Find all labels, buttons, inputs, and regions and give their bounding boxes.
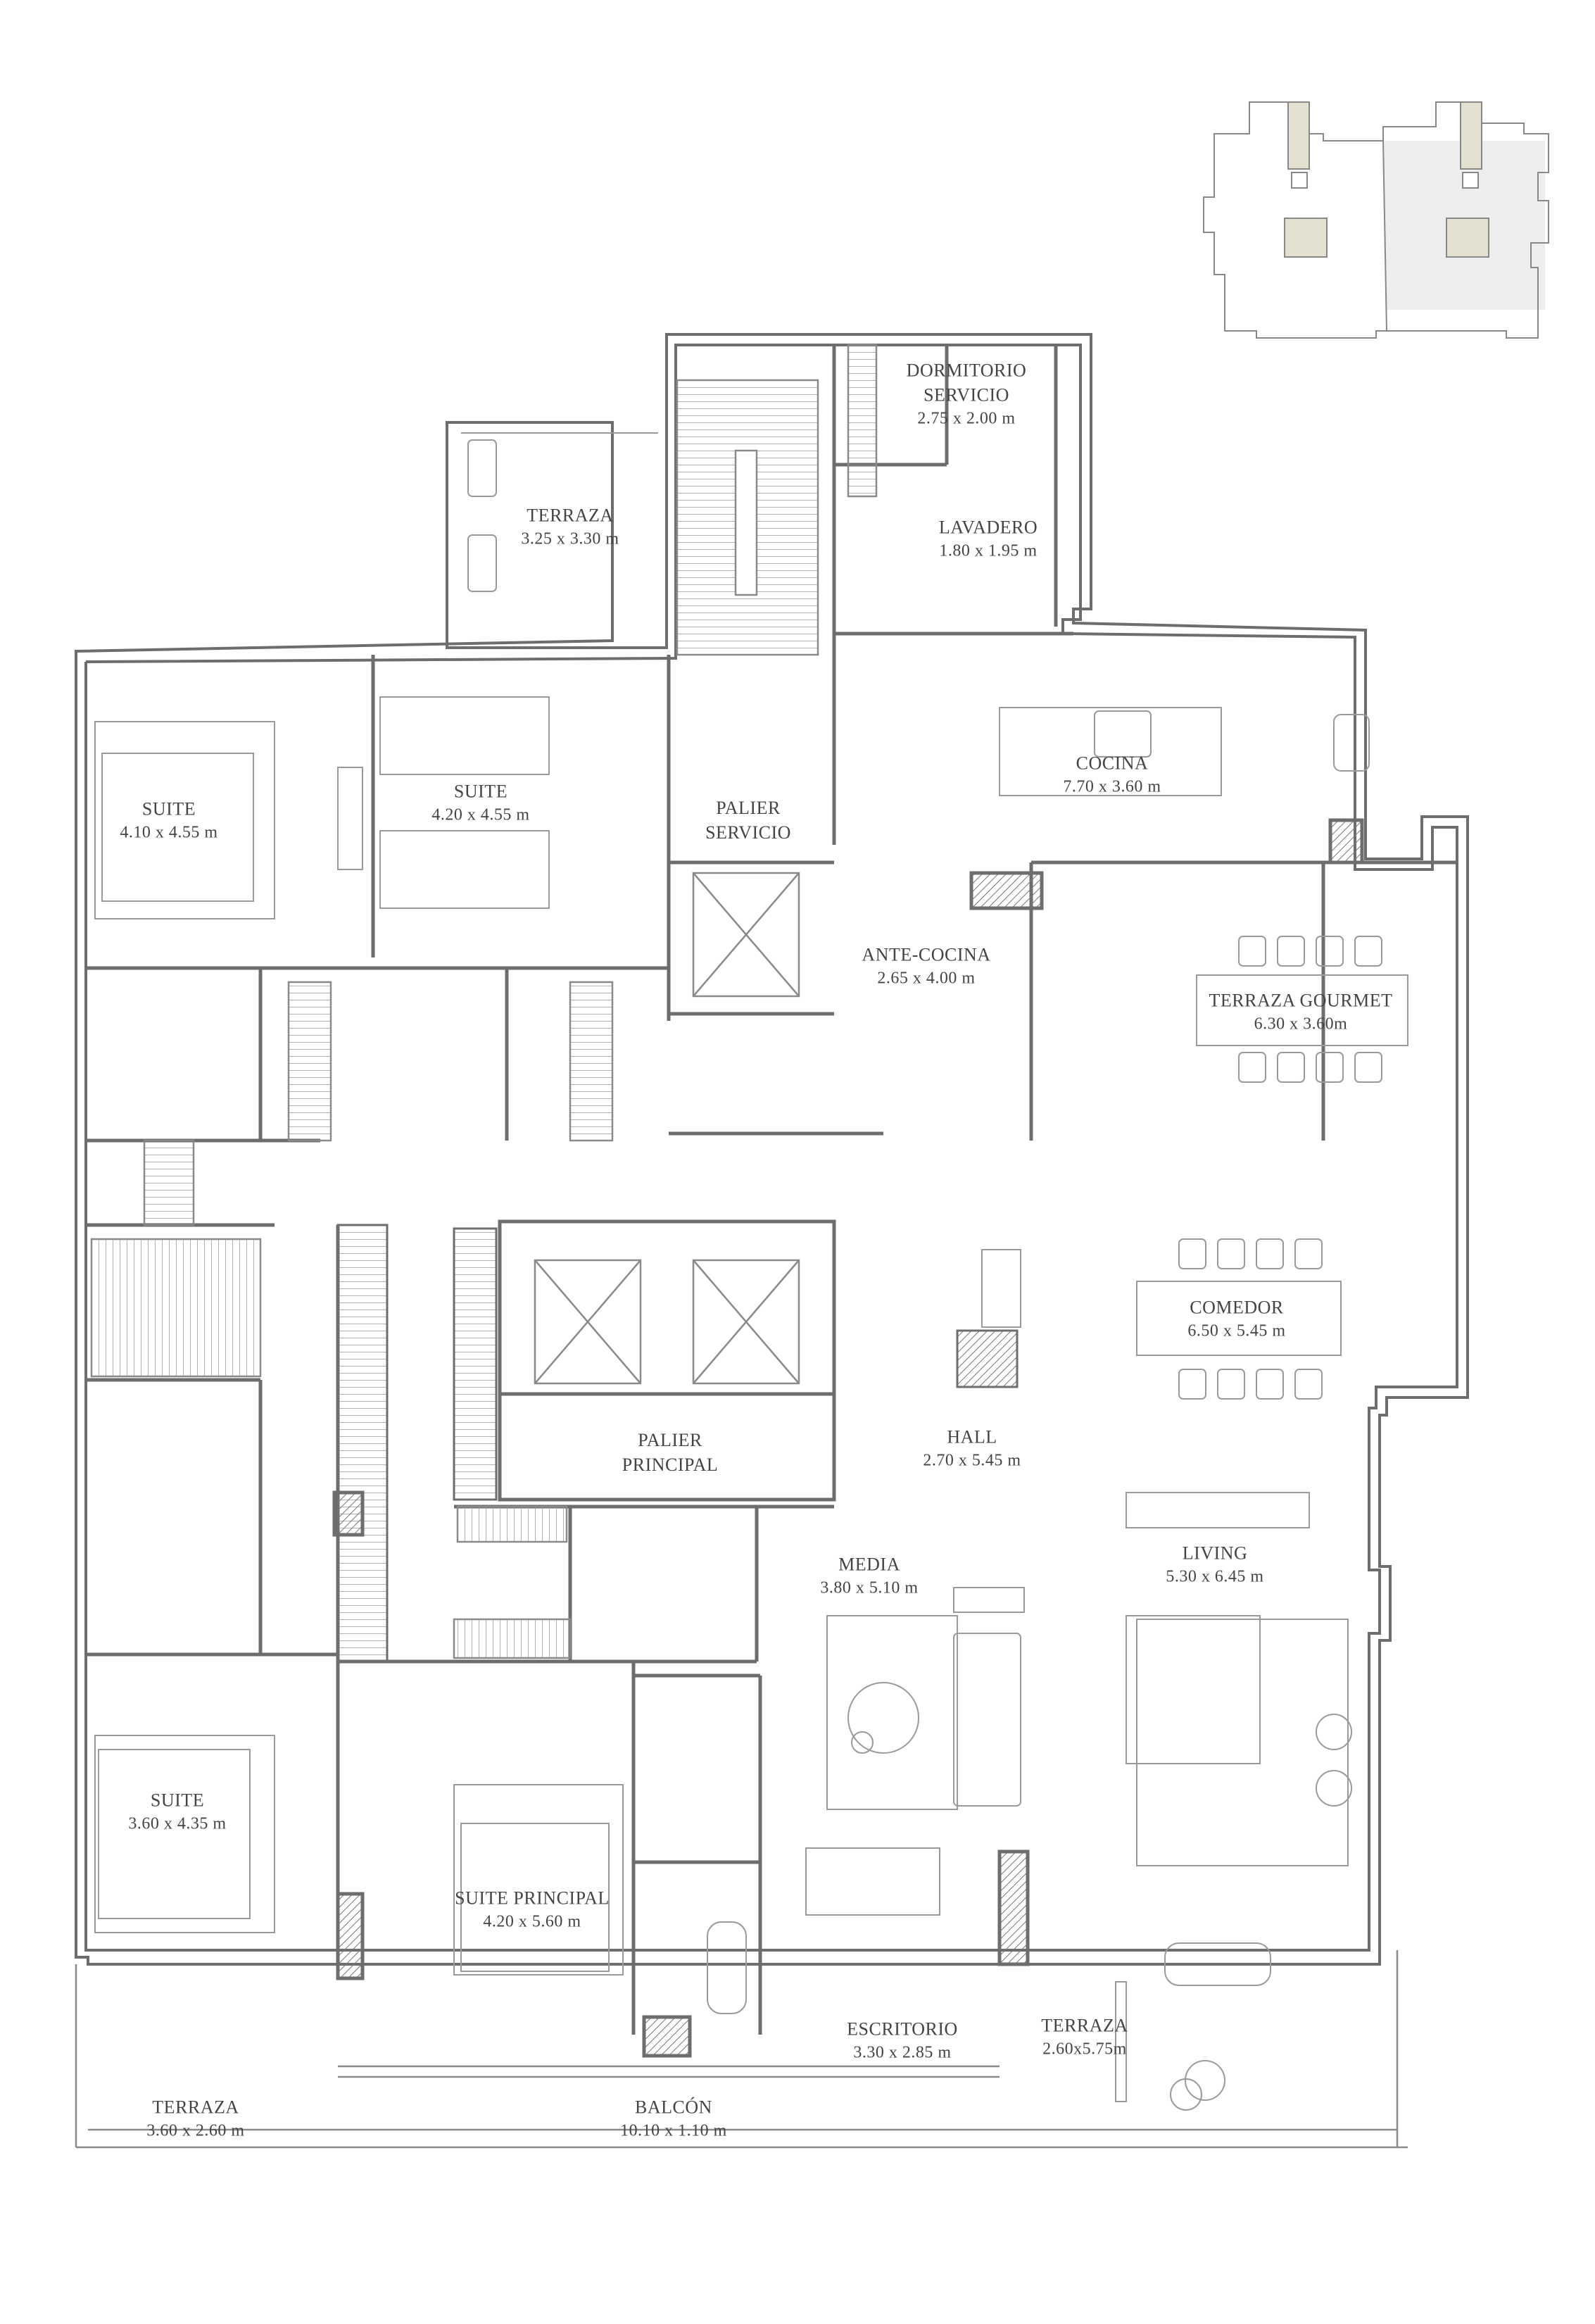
- room-dim: 2.60x5.75m: [1042, 2040, 1127, 2059]
- label-suite-3: SUITE 3.60 x 4.35 m: [128, 1788, 226, 1835]
- room-name: COMEDOR: [1190, 1297, 1284, 1318]
- key-plan: [1203, 101, 1549, 339]
- label-suite-principal: SUITE PRINCIPAL 4.20 x 5.60 m: [455, 1885, 610, 1933]
- room-dim: 3.80 x 5.10 m: [820, 1578, 919, 1597]
- room-dim: 4.10 x 4.55 m: [120, 823, 218, 842]
- room-dim: 7.70 x 3.60 m: [1063, 777, 1161, 796]
- label-suite-1: SUITE 4.10 x 4.55 m: [120, 796, 218, 843]
- room-dim: 3.60 x 2.60 m: [146, 2121, 245, 2140]
- dining-chairs: [1178, 936, 1382, 1807]
- terrace-edges: [75, 1950, 1408, 2149]
- label-media: MEDIA 3.80 x 5.10 m: [820, 1552, 918, 1599]
- room-dim: 6.30 x 3.60m: [1254, 1015, 1348, 1034]
- room-name: ANTE-COCINA: [862, 944, 991, 965]
- room-dim: 5.30 x 6.45 m: [1166, 1567, 1264, 1586]
- room-name: TERRAZA: [527, 505, 614, 526]
- room-name: SUITE: [141, 798, 196, 819]
- room-dim: 10.10 x 1.10 m: [620, 2121, 727, 2140]
- room-dim: 2.75 x 2.00 m: [917, 409, 1016, 428]
- label-terraza-gourmet: TERRAZA GOURMET 6.30 x 3.60m: [1209, 988, 1393, 1035]
- room-dim: 6.50 x 5.45 m: [1187, 1321, 1286, 1340]
- room-dim: 2.70 x 5.45 m: [923, 1451, 1021, 1470]
- room-dim: 4.20 x 4.55 m: [431, 805, 530, 824]
- room-name: TERRAZA GOURMET: [1209, 990, 1393, 1011]
- label-palier-principal: PALIER PRINCIPAL: [622, 1428, 718, 1477]
- circulation: [90, 344, 878, 1659]
- room-name: BALCÓN: [635, 2097, 712, 2118]
- furniture: [94, 696, 1408, 2111]
- room-name: LAVADERO: [938, 517, 1038, 538]
- label-ante-cocina: ANTE-COCINA 2.65 x 4.00 m: [862, 942, 990, 989]
- room-name: TERRAZA: [152, 2097, 239, 2118]
- label-dormitorio-servicio: DORMITORIO SERVICIO 2.75 x 2.00 m: [907, 358, 1027, 431]
- label-cocina: COCINA 7.70 x 3.60 m: [1063, 750, 1161, 798]
- label-palier-servicio: PALIER SERVICIO: [705, 796, 791, 845]
- room-dim: 3.25 x 3.30 m: [521, 529, 619, 548]
- room-dim: 3.60 x 4.35 m: [128, 1814, 227, 1833]
- label-comedor: COMEDOR 6.50 x 5.45 m: [1187, 1295, 1285, 1342]
- room-name: HALL: [947, 1426, 997, 1447]
- terraza-top-furniture: [461, 432, 658, 592]
- label-terraza-top: TERRAZA 3.25 x 3.30 m: [521, 503, 619, 550]
- room-dim: 1.80 x 1.95 m: [939, 541, 1038, 560]
- room-dim: 2.65 x 4.00 m: [877, 969, 976, 988]
- room-name: SUITE: [453, 781, 508, 802]
- label-living: LIVING 5.30 x 6.45 m: [1166, 1540, 1263, 1588]
- room-name: COCINA: [1076, 753, 1149, 774]
- outer-walls: [75, 333, 1469, 1966]
- room-name: PALIER PRINCIPAL: [622, 1429, 719, 1475]
- label-suite-2: SUITE 4.20 x 4.55 m: [431, 779, 529, 826]
- room-name: LIVING: [1182, 1543, 1248, 1564]
- label-lavadero: LAVADERO 1.80 x 1.95 m: [939, 515, 1038, 562]
- room-name: ESCRITORIO: [847, 2018, 958, 2040]
- room-name: SUITE: [150, 1790, 205, 1811]
- room-name: DORMITORIO SERVICIO: [906, 360, 1027, 406]
- label-escritorio: ESCRITORIO 3.30 x 2.85 m: [847, 2016, 958, 2064]
- room-dim: 3.30 x 2.85 m: [853, 2043, 952, 2062]
- room-name: MEDIA: [838, 1554, 900, 1575]
- label-terraza-left: TERRAZA 3.60 x 2.60 m: [146, 2094, 244, 2142]
- label-hall: HALL 2.70 x 5.45 m: [923, 1424, 1021, 1471]
- label-balcon: BALCÓN 10.10 x 1.10 m: [620, 2094, 727, 2142]
- room-name: TERRAZA: [1041, 2015, 1128, 2036]
- room-name: PALIER SERVICIO: [705, 797, 791, 843]
- room-dim: 4.20 x 5.60 m: [483, 1912, 581, 1931]
- label-terraza-right: TERRAZA 2.60x5.75m: [1041, 2013, 1128, 2060]
- room-name: SUITE PRINCIPAL: [455, 1888, 610, 1909]
